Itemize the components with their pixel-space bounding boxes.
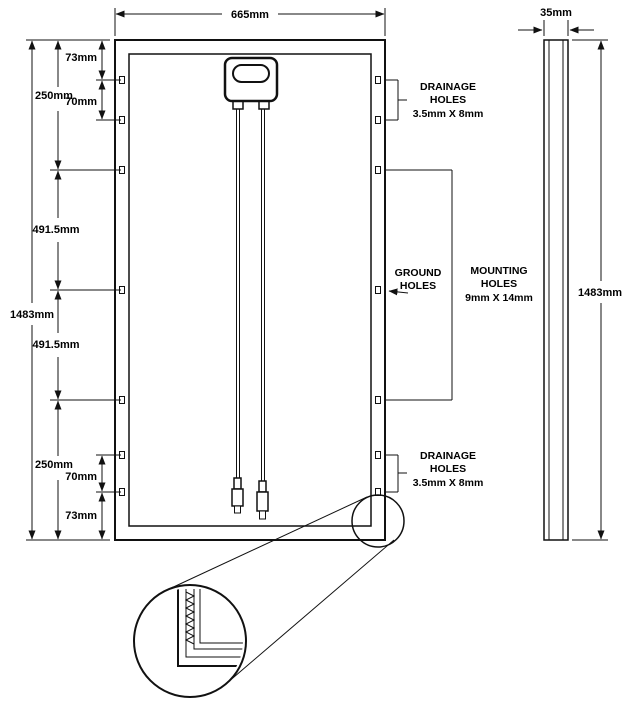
dim-label-73-top: 73mm [65, 52, 97, 64]
mc4-connector-left [231, 488, 244, 507]
detail-magnified-circle [133, 584, 247, 698]
mc4-connector-right [258, 480, 267, 493]
frame-corner-innermost [199, 589, 243, 644]
frame-corner-outer [177, 589, 243, 667]
junction-box [223, 56, 279, 103]
callout-mounting: MOUNTING [470, 265, 527, 277]
drainage-hole [375, 451, 381, 459]
dim-label-250-bottom: 250mm [35, 459, 73, 471]
cable-gland-left [232, 100, 244, 110]
drainage-hole [375, 76, 381, 84]
mc4-connector-left [233, 477, 242, 490]
callout-drainage-top: DRAINAGE [420, 81, 476, 93]
dim-label-250-top: 250mm [35, 90, 73, 102]
drainage-hole [375, 116, 381, 124]
mc4-connector-left [234, 505, 241, 514]
mc4-connector-right [256, 491, 269, 512]
dim-label-70-top: 70mm [65, 96, 97, 108]
callout-drainage-bottom: HOLES [430, 463, 466, 475]
dim-label-4915-upper: 491.5mm [32, 224, 79, 236]
dim-label-side-width: 35mm [540, 7, 572, 19]
panel-front-outline [114, 39, 386, 541]
mounting-hole [375, 396, 381, 404]
frame-serration [184, 591, 196, 645]
frame-corner-inner [193, 589, 243, 650]
callout-drainage-top: HOLES [430, 94, 466, 106]
dim-label-73-bottom: 73mm [65, 510, 97, 522]
callout-ground: HOLES [400, 280, 436, 292]
detail-source-circle [351, 494, 405, 548]
callout-mounting: 9mm X 14mm [465, 292, 533, 304]
mounting-hole [375, 166, 381, 174]
panel-front-inner-outline [128, 53, 372, 527]
dim-label-side-height: 1483mm [578, 287, 622, 299]
magnifier-cone-line [166, 496, 368, 591]
junction-box-slot [232, 64, 270, 83]
ground-hole-arrow [388, 288, 409, 296]
dim-label-front-height: 1483mm [10, 309, 54, 321]
callout-mounting: HOLES [481, 278, 517, 290]
panel-side-outline [543, 39, 569, 541]
ground-hole [375, 286, 381, 294]
callout-drainage-top: 3.5mm X 8mm [413, 108, 484, 120]
dim-label-70-bottom: 70mm [65, 471, 97, 483]
dim-label-4915-lower: 491.5mm [32, 339, 79, 351]
mc4-connector-right [259, 510, 266, 520]
frame-corner-mid [185, 589, 243, 658]
magnifier-cone-line [226, 539, 395, 684]
callout-ground: GROUND [395, 267, 442, 279]
corner-detail [177, 589, 243, 667]
callout-drainage-bottom: 3.5mm X 8mm [413, 477, 484, 489]
dim-label-front-width: 665mm [231, 9, 269, 21]
callout-drainage-bottom: DRAINAGE [420, 450, 476, 462]
